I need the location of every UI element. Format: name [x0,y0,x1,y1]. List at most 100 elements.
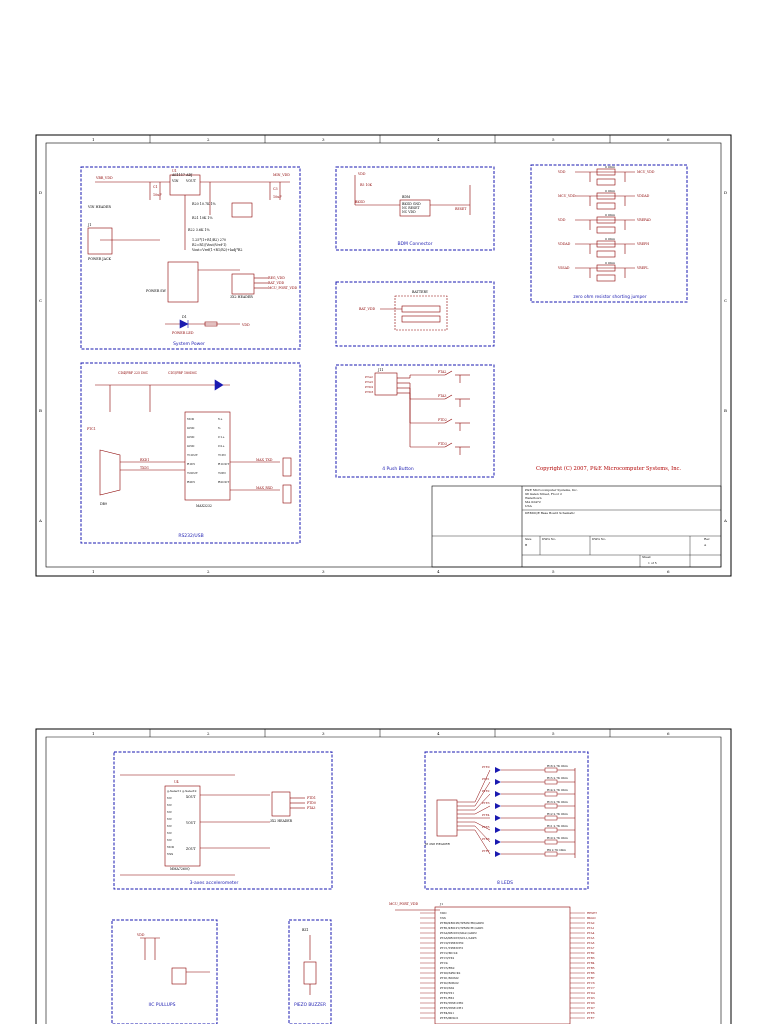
rs232-block: RS232/USB CD4(PBF 225 IMC CD1(PBF 180IMC… [80,362,301,544]
mcu-pin: PTE3/TPM1CH1 [440,1006,463,1010]
led-resistor: R14 2.7K Ohm [547,788,568,792]
sheet-1: 1 2 3 4 5 6 1 2 3 4 5 6 D C B A D C B A [35,134,732,577]
system-power-block: System Power [80,166,301,350]
led-net: PTE2 [482,789,490,793]
zone-letter: B [39,408,42,413]
accel-pin: NC [167,796,173,800]
mcu-pin: PTA2/KBI1P2/SDA1/ADP2 [440,931,477,935]
zone-num: 3 [322,137,325,142]
led-net: PTE0 [482,765,490,769]
jumper-ohm: 0 Ohm [605,165,615,169]
accel-pin: VDD [166,845,175,849]
led-resistor: R12 2.7K Ohm [547,812,568,816]
vin-header-label: VIN HEADER [87,205,111,209]
iic-vdd: VDD [136,933,145,937]
jumpers-title: zero ohm resistor shorting jumper [573,294,646,300]
zone-num: 2 [207,569,210,574]
sheet-1-inner-border [45,142,722,568]
led-row: R14 2.7K Ohm PTE2 [457,788,575,811]
mcu-j: J1 [439,902,443,906]
max-pin-left: GND [187,426,195,430]
accel-pin: NC [167,803,173,807]
cap-top: CD4(PBF 225 IMC [118,371,149,375]
r-line: R21 10K 1% [192,216,213,220]
led-net: PTE7 [482,849,490,853]
max-pin-right: C2+ [218,444,225,448]
bdm-vdd: VDD [357,172,366,176]
u1-name: U1 [172,169,177,173]
mcu-pin-right: PTA4 [587,931,595,935]
bdm-reset: RESET [455,207,467,211]
mcu-port-label: MCU_PORT_VDD [389,902,419,906]
zone-letter: C [724,298,727,303]
mcu-pin-right: PTC7 [587,986,595,990]
mcu-pin: PTE0/TX1 [440,991,454,995]
max-pin-left: GND [187,435,195,439]
zone-letter: A [38,518,42,523]
mcu-pin: VDD [439,911,447,915]
mcu-pin: PTB0/KBI1P0/TPM3CH0/ADP0 [440,921,484,925]
mcu-pin: PTA3/KBI1P3/SCL1/ADP3 [440,936,477,940]
accel-sig: PTA3 [307,806,315,810]
mcu-pin-right: RESET [587,911,597,915]
accel-out: YOUT [185,821,196,825]
battery-block: BATTERY BAT_VDD [335,281,495,347]
accel-pin: NC [167,810,173,814]
sheet-1-zone-numbers-bottom: 1 2 3 4 5 6 [92,569,670,574]
copyright: Copyright (C) 2007, P&E Microcomputer Sy… [536,465,681,472]
leds-connector: J8 2X8 HEADER [424,842,451,846]
sheet-2: 1 2 3 4 5 6 3-axes accelerometer [35,728,732,1024]
buzzer-title: PIEZO BUZZER [294,1002,326,1008]
mcu-rows: VDDVSSPTB0/KBI1P0/TPM3CH0/ADP0PTB1/KBI1P… [420,911,597,1020]
accel-pin: g-Select1 g-Select2 [167,789,197,793]
bdm-bkgd: BKGD [355,200,365,204]
formula-line: R2=R1/(Vout/Vref-1) [192,243,227,247]
push-title: 4 Push Button [382,466,414,472]
mcu-pin: PTD1/MOSI2 [440,976,459,980]
mcu-pin: PTC4 [440,961,448,965]
sheet-value: 1 of 5 [648,561,657,565]
accel-part: MMA7260Q [170,867,190,871]
cap-label: C3 [273,187,278,191]
formula-line: 1.25*(1+R1/R2) 270 [192,238,226,242]
accel-sig: PTD0 [307,801,316,805]
mcu-pin-right: PTD4 [587,991,595,995]
max-pin-right: T1IN [218,453,226,457]
mcu-pin-right: PTD7 [587,1006,595,1010]
max-pin-left: R1IN [187,462,195,466]
mcu-pin-right: PTA6 [587,941,595,945]
sheet-1-outer-border [35,134,732,577]
company-line: DEMOQE Base Board Schematic [525,511,575,515]
cap-label: 10uF [273,195,282,199]
max-pin-right: V- [217,426,221,430]
led-net: PTE5 [482,825,490,829]
push-header-pin: PTD2 [365,385,373,389]
push-header-pin: PTD3 [365,390,373,394]
vdd-label: VDD [241,323,250,327]
zone-letter: A [723,518,727,523]
zone-num: 1 [92,137,95,142]
zone-num: 2 [207,137,210,142]
mcu-connector-block: MCU_PORT_VDD J1 VDDVSSPTB0/KBI1P0/TPM3CH… [389,902,597,1024]
u1-vout: VOUT [185,179,197,183]
zone-num: 3 [322,731,325,736]
battery-label: BAT_VDD [359,307,375,311]
mcu-pin: PTC1/TPM3CH1 [440,946,464,950]
mcu-pin: PTC3/TX2 [440,956,454,960]
max-pin-left: GND [187,444,195,448]
led-resistor: R10 2.7K Ohm [547,836,568,840]
bdm-side: R5 10K [360,183,372,187]
mcu-pin: PTC0/TPM3CH0 [440,941,464,945]
bdm-pin: NC VDD [402,210,416,214]
mcu-pin: PTE4/SS1 [440,1011,454,1015]
iic-title: IIC PULLUPS [149,1002,176,1008]
